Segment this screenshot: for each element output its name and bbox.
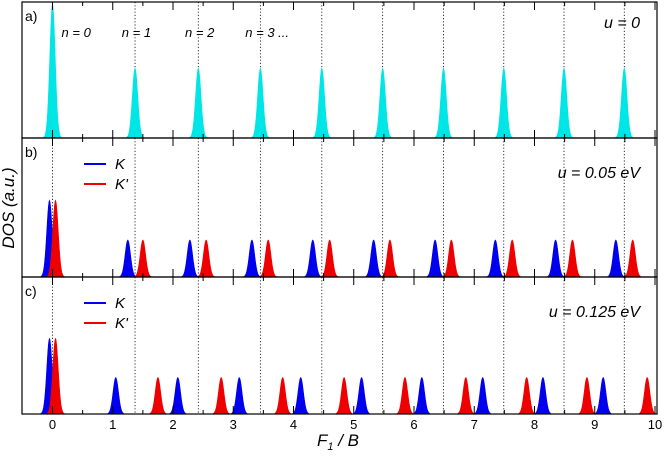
legend-label: K' [115, 315, 129, 332]
legend-label: K' [115, 176, 129, 193]
dos-peak [432, 67, 455, 139]
dos-peak [104, 377, 127, 415]
level-label: n = 3 ... [245, 25, 289, 40]
dos-peak [210, 377, 233, 415]
dos-peak [544, 239, 567, 278]
dos-peak [124, 67, 146, 139]
dos-peak [532, 377, 554, 415]
dos-peak [132, 239, 154, 278]
dos-peak [613, 67, 636, 139]
dos-peak [394, 377, 416, 415]
panel-label: b) [25, 144, 37, 160]
dos-peak [41, 3, 64, 139]
x-tick-label: 4 [290, 417, 297, 432]
level-label: n = 0 [62, 25, 92, 40]
dos-peak [147, 377, 169, 415]
x-axis-label: F1 / B [317, 431, 359, 453]
panel-label: c) [25, 283, 37, 299]
dos-peak [271, 377, 294, 415]
legend-label: K [115, 295, 126, 312]
dos-peak [228, 377, 251, 415]
panel-1: a) u = 0 n = 0 n = 1 n = 2 n = 3 ... [21, 1, 658, 139]
dos-peak [471, 377, 494, 415]
dos-peak [440, 239, 463, 278]
x-tick-label: 2 [169, 417, 176, 432]
dos-peak [44, 337, 67, 415]
level-label: n = 2 [185, 25, 215, 40]
dos-peak [454, 377, 477, 415]
dos-peak [501, 239, 524, 278]
panel-label: a) [25, 8, 37, 24]
panels-group: a) u = 0 n = 0 n = 1 n = 2 n = 3 ... b) u = 0.0… [21, 1, 659, 415]
panel-3: c) u = 0.125 eV K K' [21, 276, 659, 415]
legend: K K' [84, 295, 129, 332]
x-tick-label: 6 [410, 417, 417, 432]
dos-peak [116, 239, 139, 278]
dos-peak [333, 377, 355, 415]
panel-2: b) u = 0.05 eV K K' [21, 137, 658, 278]
x-tick-label: 10 [648, 417, 662, 432]
dos-peak [310, 67, 333, 139]
legend: K K' [84, 156, 129, 193]
x-tick-label: 8 [531, 417, 538, 432]
x-tick-label: 3 [230, 417, 237, 432]
dos-peak [424, 239, 446, 278]
dos-peak [241, 239, 263, 278]
dos-peak [484, 239, 507, 278]
dos-peak [166, 377, 189, 415]
level-label: n = 1 [122, 25, 151, 40]
dos-peak [249, 67, 272, 139]
dos-peak [301, 239, 324, 278]
dos-peak [410, 377, 433, 415]
x-axis-label-rest: / B [334, 431, 360, 450]
dos-peak [604, 239, 627, 278]
dos-peak [195, 239, 217, 278]
x-tick-label: 1 [109, 417, 116, 432]
dos-peak [44, 199, 67, 278]
legend-label: K [115, 156, 126, 173]
x-axis-label-main: F [317, 431, 329, 450]
dos-peak [379, 239, 401, 278]
panel-annotation: u = 0.125 eV [549, 304, 642, 321]
dos-peak [318, 239, 341, 278]
dos-peak [362, 239, 385, 278]
panel-annotation: u = 0 [604, 15, 640, 32]
dos-peak [187, 67, 210, 139]
x-tick-label: 5 [350, 417, 357, 432]
dos-peak [179, 239, 201, 278]
x-axis-label-sub: 1 [327, 441, 333, 453]
dos-peak [371, 67, 394, 139]
dos-peak [592, 377, 615, 415]
y-axis-label: DOS (a.u.) [0, 167, 18, 248]
dos-peak [492, 67, 515, 139]
dos-peak [257, 239, 280, 278]
panel-frame [21, 276, 658, 415]
dos-peak [553, 67, 575, 139]
x-tick-label: 9 [591, 417, 598, 432]
x-tick-label: 0 [49, 417, 56, 432]
x-tick-labels: 0 1 2 3 4 5 6 7 8 9 10 [49, 417, 662, 432]
dos-peak [561, 239, 584, 278]
panel-annotation: u = 0.05 eV [558, 165, 642, 182]
dos-peak [350, 377, 373, 415]
x-tick-label: 7 [471, 417, 478, 432]
dos-peak [621, 239, 644, 278]
